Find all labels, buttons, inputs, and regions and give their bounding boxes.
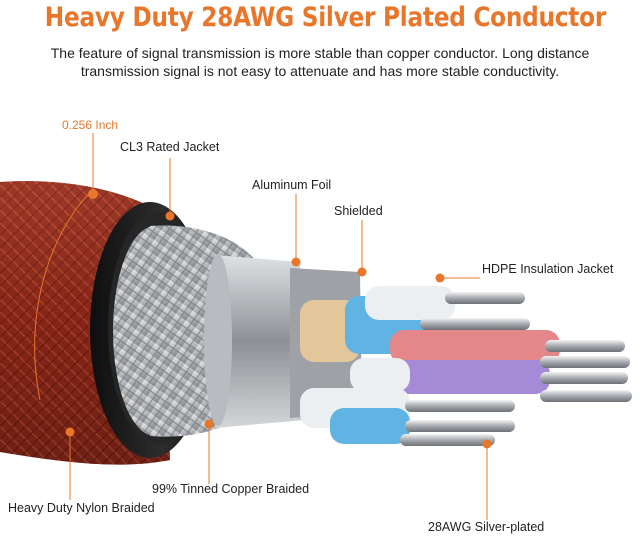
nylon-callout: Heavy Duty Nylon Braided [8, 501, 155, 515]
page-subtitle: The feature of signal transmission is mo… [50, 45, 590, 79]
aluminum-foil-layer [204, 254, 305, 428]
diameter-callout: 0.256 Inch [62, 118, 119, 132]
hdpe-callout: HDPE Insulation Jacket [482, 262, 614, 276]
foil-callout: Aluminum Foil [252, 178, 332, 192]
conductor-wires [400, 292, 632, 446]
shielded-callout: Shielded [334, 204, 383, 218]
braid-callout: 99% Tinned Copper Braided [152, 482, 310, 496]
conductor-callout: 28AWG Silver-plated [428, 520, 545, 534]
page-title: Heavy Duty 28AWG Silver Plated Conductor [44, 2, 607, 33]
wire-bundle [300, 286, 560, 444]
callout-dots [65, 189, 492, 449]
jacket-callout: CL3 Rated Jacket [120, 140, 220, 154]
callout-lines [34, 133, 488, 520]
